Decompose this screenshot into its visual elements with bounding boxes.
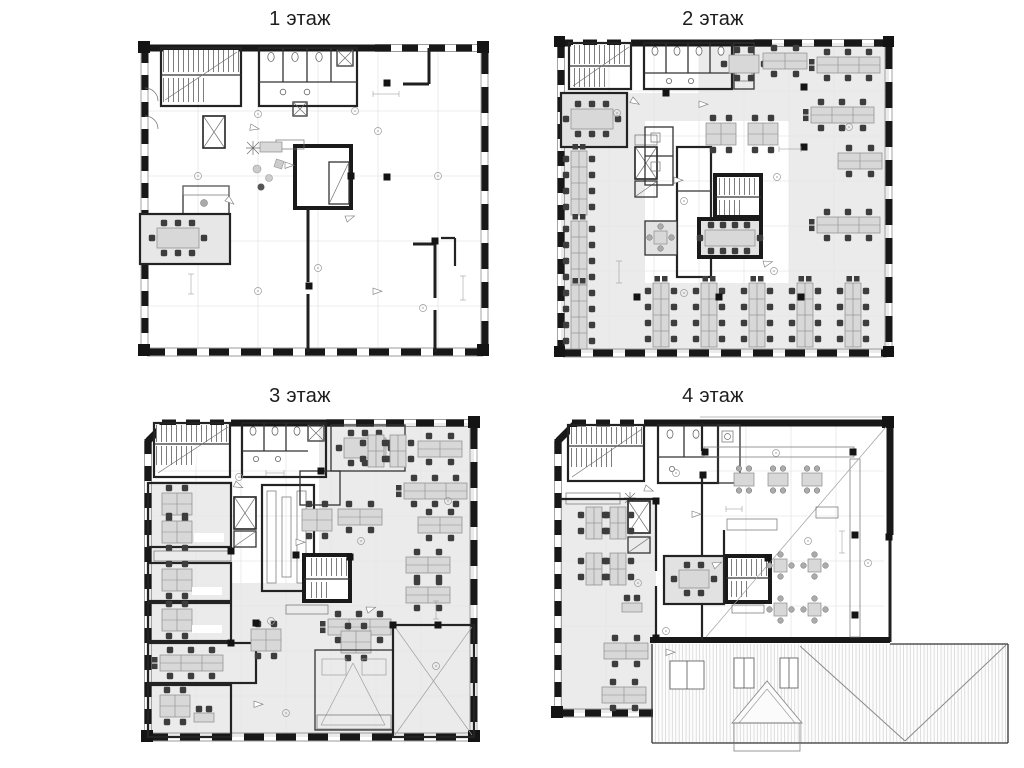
floor3-title: 3 этаж — [269, 385, 331, 407]
floor3-wc-block — [240, 421, 328, 479]
floor1-annotations — [188, 79, 466, 312]
floor1-title: 1 этаж — [269, 8, 331, 30]
floor2-title: 2 этаж — [682, 8, 744, 30]
floorplan-floor4 — [551, 416, 1009, 752]
floor4-terrace — [701, 426, 887, 638]
floor1-stair-top-left — [159, 46, 243, 108]
floor3-bottom-rooms — [314, 623, 476, 739]
floor1-elevator — [202, 115, 226, 149]
floor4-stair-top-left — [565, 423, 646, 505]
floor1-partitions — [306, 48, 457, 352]
floor1-meeting-room — [138, 212, 232, 266]
floor1-wc-block — [257, 46, 359, 108]
floor4-annotations — [634, 449, 893, 656]
floor4-office-desks — [578, 507, 648, 711]
floor4-title: 4 этаж — [682, 385, 744, 407]
floor3-annotations — [227, 467, 452, 717]
floor4-exterior-walls — [551, 416, 894, 718]
floor4-roof — [651, 643, 1009, 752]
floor2-meeting-room-left — [559, 91, 629, 149]
floor2-stair-top-left — [567, 41, 633, 91]
floor2-core — [634, 126, 763, 279]
floor3-offices-left — [146, 481, 258, 739]
floor4-wc-block — [656, 423, 741, 485]
floor1-core-room — [292, 101, 353, 210]
floorplan-floor3 — [141, 416, 480, 742]
floorplan-floor2 — [554, 36, 894, 358]
floor3-core — [233, 470, 352, 615]
floor2-annotations — [613, 83, 853, 301]
floorplan-floor1 — [138, 41, 489, 357]
floor3-stair-top-left — [152, 421, 232, 479]
